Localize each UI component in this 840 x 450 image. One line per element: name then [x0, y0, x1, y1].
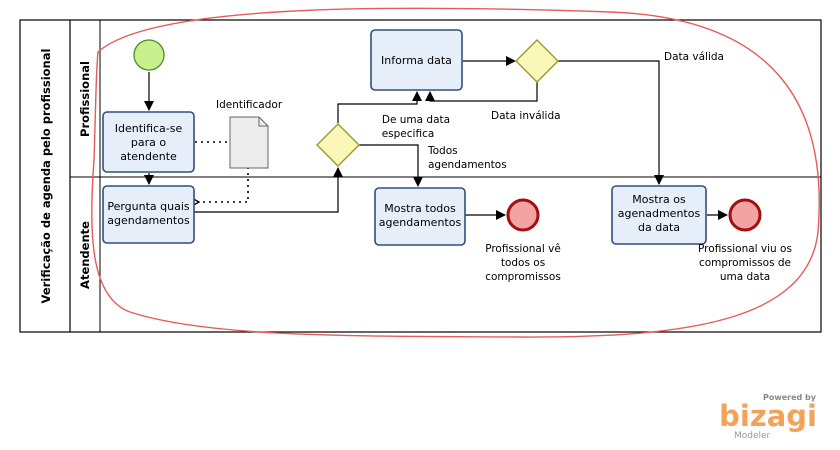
- end-label-date: Profissional viu os: [698, 243, 792, 255]
- end-label-all: todos os: [501, 257, 545, 269]
- end-event-date[interactable]: [728, 198, 762, 232]
- task-label-line: agenadmentos: [618, 207, 701, 220]
- task-label-line: Mostra todos: [384, 202, 456, 215]
- task-label-line: Informa data: [381, 54, 452, 67]
- end-event-all[interactable]: [506, 198, 540, 232]
- flow-label-valid: Data válida: [664, 51, 724, 63]
- bizagi-logo-text: bizagi: [719, 399, 817, 433]
- flow-label-invalid: Data inválida: [491, 110, 561, 122]
- task-pergunta-agendamentos[interactable]: Pergunta quais agendamentos: [102, 185, 195, 244]
- end-label-all: compromissos: [485, 271, 561, 283]
- flow-specific-date: [337, 91, 422, 123]
- flow-ask-to-gateway: [194, 167, 343, 213]
- modeler-text: Modeler: [734, 431, 771, 441]
- powered-by-text: Powered by: [763, 393, 817, 402]
- task-label-line: Pergunta quais: [107, 200, 190, 213]
- task-mostra-da-data[interactable]: Mostra os agenadmentos da data: [611, 185, 707, 245]
- flow-label-specific: De uma data: [382, 114, 450, 126]
- flow-invalid-date: [425, 82, 538, 102]
- task-identifica-se[interactable]: Identifica-se para o atendente: [102, 111, 195, 173]
- flow-label-all: Todos: [427, 145, 458, 157]
- flow-label-all: agendamentos: [428, 159, 507, 171]
- task-mostra-todos[interactable]: Mostra todos agendamentos: [374, 187, 466, 246]
- end-label-date: compromissos de: [699, 257, 791, 269]
- task-label-line: atendente: [120, 150, 177, 163]
- task-informa-data[interactable]: Informa data: [370, 29, 463, 91]
- task-label-line: para o: [131, 136, 166, 149]
- bizagi-watermark: Powered by bizagi Modeler: [719, 393, 817, 441]
- data-object-label: Identificador: [216, 99, 283, 111]
- end-label-all: Profissional vê: [485, 243, 561, 255]
- gateway-date-check[interactable]: [515, 39, 559, 83]
- flow-label-specific: especifica: [382, 128, 435, 140]
- task-label-line: Mostra os: [632, 193, 686, 206]
- flow-valid-date: [558, 60, 664, 185]
- task-label-line: Identifica-se: [115, 122, 183, 135]
- task-label-line: agendamentos: [379, 216, 462, 229]
- gateway-query-type[interactable]: [316, 123, 360, 167]
- data-object-identificador[interactable]: [229, 116, 269, 169]
- end-label-date: uma data: [720, 271, 770, 283]
- pool-title: Verificação de agenda pelo profissional: [39, 49, 53, 304]
- flow-all-schedules: [359, 144, 423, 187]
- task-label-line: da data: [638, 221, 680, 234]
- task-label-line: agendamentos: [107, 214, 190, 227]
- sequence-flows: [144, 56, 728, 220]
- start-event[interactable]: [133, 39, 165, 71]
- lane-label-atendente: Atendente: [78, 221, 92, 289]
- freehand-annotation: [91, 7, 820, 338]
- lane-label-profissional: Profissional: [78, 61, 92, 137]
